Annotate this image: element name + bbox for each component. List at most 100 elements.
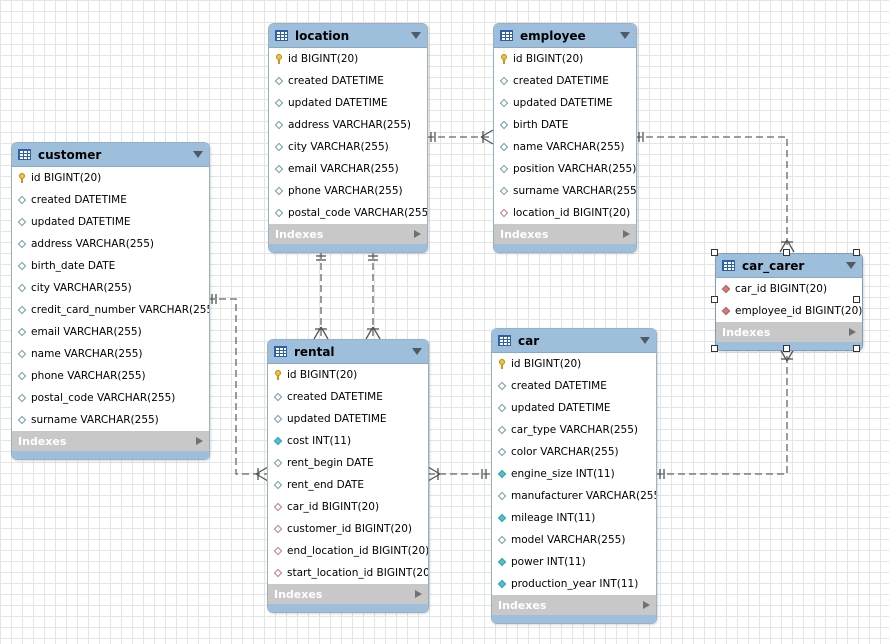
column-row[interactable]: surname VARCHAR(255): [494, 180, 636, 202]
primary-key-icon: [18, 173, 27, 183]
column-row[interactable]: email VARCHAR(255): [269, 158, 427, 180]
column-row[interactable]: address VARCHAR(255): [12, 233, 209, 255]
column-row[interactable]: updated DATETIME: [269, 92, 427, 114]
column-row[interactable]: id BIGINT(20): [269, 48, 427, 70]
resize-handle-top-right[interactable]: [853, 249, 860, 256]
column-row[interactable]: color VARCHAR(255): [492, 441, 656, 463]
expand-arrow-icon[interactable]: [849, 328, 856, 336]
column-row[interactable]: updated DATETIME: [492, 397, 656, 419]
indexes-section[interactable]: Indexes: [12, 431, 209, 451]
column-row[interactable]: name VARCHAR(255): [12, 343, 209, 365]
column-diamond-icon: [498, 381, 507, 391]
column-row[interactable]: rent_end DATE: [268, 474, 428, 496]
column-row[interactable]: name VARCHAR(255): [494, 136, 636, 158]
column-row[interactable]: created DATETIME: [12, 189, 209, 211]
resize-handle-left[interactable]: [711, 296, 718, 303]
column-row[interactable]: cost INT(11): [268, 430, 428, 452]
column-diamond-icon: [18, 415, 27, 425]
column-label: model VARCHAR(255): [511, 534, 626, 546]
column-row[interactable]: created DATETIME: [269, 70, 427, 92]
column-row[interactable]: updated DATETIME: [12, 211, 209, 233]
chevron-down-icon[interactable]: [846, 262, 856, 269]
indexes-section[interactable]: Indexes: [716, 322, 862, 342]
chevron-down-icon[interactable]: [411, 32, 421, 39]
expand-arrow-icon[interactable]: [415, 590, 422, 598]
column-row[interactable]: power INT(11): [492, 551, 656, 573]
indexes-section[interactable]: Indexes: [492, 595, 656, 615]
indexes-section[interactable]: Indexes: [269, 224, 427, 244]
column-row[interactable]: position VARCHAR(255): [494, 158, 636, 180]
relationship-employee-car-carer: [635, 136, 788, 252]
column-row[interactable]: engine_size INT(11): [492, 463, 656, 485]
column-row[interactable]: phone VARCHAR(255): [12, 365, 209, 387]
resize-handle-bottom-left[interactable]: [711, 345, 718, 352]
expand-arrow-icon[interactable]: [623, 230, 630, 238]
chevron-down-icon[interactable]: [193, 151, 203, 158]
column-label: created DATETIME: [513, 75, 609, 87]
expand-arrow-icon[interactable]: [414, 230, 421, 238]
column-row[interactable]: email VARCHAR(255): [12, 321, 209, 343]
column-row[interactable]: birth DATE: [494, 114, 636, 136]
column-row[interactable]: mileage INT(11): [492, 507, 656, 529]
column-row[interactable]: city VARCHAR(255): [12, 277, 209, 299]
chevron-down-icon[interactable]: [412, 348, 422, 355]
column-row[interactable]: id BIGINT(20): [492, 353, 656, 375]
column-row[interactable]: credit_card_number VARCHAR(255): [12, 299, 209, 321]
table-header[interactable]: rental: [268, 340, 428, 364]
column-row[interactable]: id BIGINT(20): [268, 364, 428, 386]
table-header[interactable]: location: [269, 24, 427, 48]
column-row[interactable]: car_id BIGINT(20): [716, 278, 862, 300]
column-row[interactable]: address VARCHAR(255): [269, 114, 427, 136]
column-row[interactable]: phone VARCHAR(255): [269, 180, 427, 202]
column-row[interactable]: created DATETIME: [492, 375, 656, 397]
column-row[interactable]: car_type VARCHAR(255): [492, 419, 656, 441]
table-car-carer[interactable]: car_carer car_id BIGINT(20)employee_id B…: [715, 253, 863, 351]
column-row[interactable]: rent_begin DATE: [268, 452, 428, 474]
indexes-section[interactable]: Indexes: [268, 584, 428, 604]
table-header[interactable]: customer: [12, 143, 209, 167]
column-row[interactable]: id BIGINT(20): [12, 167, 209, 189]
column-row[interactable]: model VARCHAR(255): [492, 529, 656, 551]
column-label: phone VARCHAR(255): [31, 370, 146, 382]
column-row[interactable]: start_location_id BIGINT(20): [268, 562, 428, 584]
column-row[interactable]: updated DATETIME: [268, 408, 428, 430]
resize-handle-bottom[interactable]: [783, 345, 790, 352]
column-row[interactable]: surname VARCHAR(255): [12, 409, 209, 431]
column-row[interactable]: postal_code VARCHAR(255): [12, 387, 209, 409]
column-row[interactable]: city VARCHAR(255): [269, 136, 427, 158]
resize-handle-top-left[interactable]: [711, 249, 718, 256]
column-filled-diamond-icon: [498, 557, 507, 567]
column-row[interactable]: birth_date DATE: [12, 255, 209, 277]
column-row[interactable]: updated DATETIME: [494, 92, 636, 114]
column-row[interactable]: location_id BIGINT(20): [494, 202, 636, 224]
table-header[interactable]: employee: [494, 24, 636, 48]
table-icon: [18, 149, 31, 160]
resize-handle-top[interactable]: [783, 249, 790, 256]
column-row[interactable]: postal_code VARCHAR(255): [269, 202, 427, 224]
column-row[interactable]: customer_id BIGINT(20): [268, 518, 428, 540]
table-header[interactable]: car: [492, 329, 656, 353]
table-header[interactable]: car_carer: [716, 254, 862, 278]
column-row[interactable]: end_location_id BIGINT(20): [268, 540, 428, 562]
indexes-section[interactable]: Indexes: [494, 224, 636, 244]
column-row[interactable]: employee_id BIGINT(20): [716, 300, 862, 322]
expand-arrow-icon[interactable]: [196, 437, 203, 445]
expand-arrow-icon[interactable]: [643, 601, 650, 609]
chevron-down-icon[interactable]: [640, 337, 650, 344]
column-diamond-icon: [500, 98, 509, 108]
column-label: location_id BIGINT(20): [513, 207, 631, 219]
column-row[interactable]: manufacturer VARCHAR(255): [492, 485, 656, 507]
resize-handle-right[interactable]: [853, 296, 860, 303]
column-row[interactable]: id BIGINT(20): [494, 48, 636, 70]
chevron-down-icon[interactable]: [620, 32, 630, 39]
column-row[interactable]: created DATETIME: [494, 70, 636, 92]
column-row[interactable]: created DATETIME: [268, 386, 428, 408]
resize-handle-bottom-right[interactable]: [853, 345, 860, 352]
column-row[interactable]: production_year INT(11): [492, 573, 656, 595]
column-row[interactable]: car_id BIGINT(20): [268, 496, 428, 518]
table-employee[interactable]: employee id BIGINT(20) created DATETIME up…: [493, 23, 637, 253]
